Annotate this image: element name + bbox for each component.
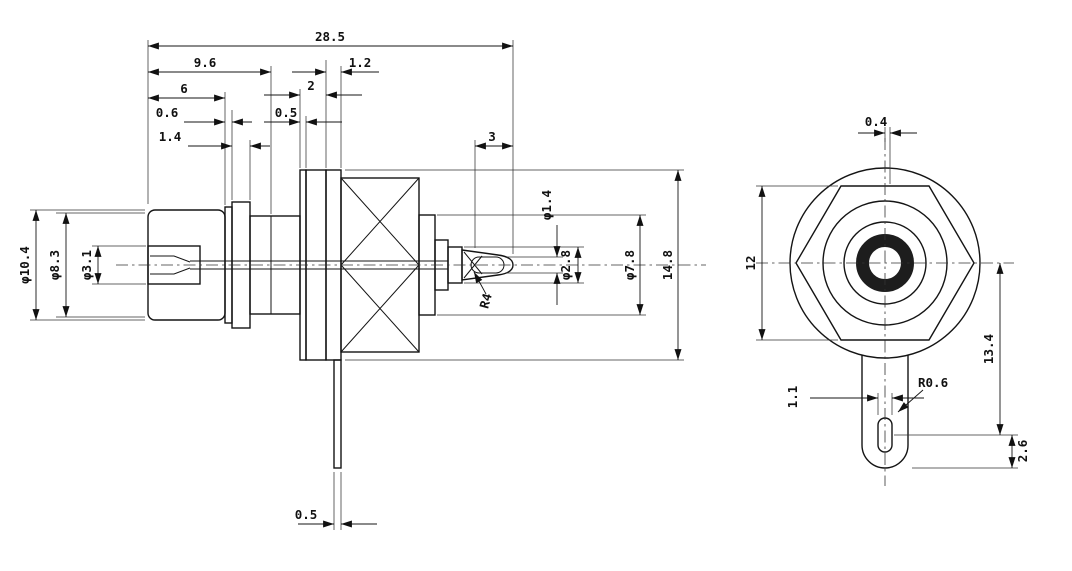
dim-0-4: 0.4: [865, 114, 888, 129]
center-conductor: [190, 260, 448, 270]
front-dimension-lines: [758, 129, 1016, 468]
ground-leg: [333, 359, 342, 469]
label-r0-6: R0.6: [918, 375, 948, 390]
dim-overall-length: 28.5: [315, 29, 345, 44]
front-centerlines: [756, 138, 1014, 486]
side-view: 28.5 9.6 6 0.6 1.4 2 0.5 1.2 3 φ10.4 φ8.…: [17, 29, 706, 530]
dim-14-8: 14.8: [660, 250, 675, 280]
dim-dia-1-4: φ1.4: [539, 190, 554, 220]
front-view: 0.4 12 13.4 1.1 R0.6 2.6: [743, 114, 1030, 486]
dim-0-5: 0.5: [275, 105, 298, 120]
dim-0-6: 0.6: [156, 105, 179, 120]
front-dimension-texts: 0.4 12 13.4 1.1 R0.6 2.6: [743, 114, 1030, 462]
side-extension-lines: [30, 40, 684, 530]
dim-3: 3: [488, 129, 496, 144]
dim-dia-8-3: φ8.3: [47, 250, 62, 280]
dim-1-1: 1.1: [785, 386, 800, 409]
dim-2-6: 2.6: [1015, 440, 1030, 463]
dim-1-2: 1.2: [349, 55, 372, 70]
dim-13-4: 13.4: [981, 334, 996, 364]
dim-2: 2: [307, 78, 315, 93]
front-extension-lines: [756, 127, 1018, 469]
side-dimension-texts: 28.5 9.6 6 0.6 1.4 2 0.5 1.2 3 φ10.4 φ8.…: [17, 29, 675, 522]
dim-dia-10-4: φ10.4: [17, 246, 32, 284]
label-r4: R4: [476, 292, 494, 310]
dim-1-4: 1.4: [159, 129, 182, 144]
dim-leg-width: 0.5: [295, 507, 318, 522]
dim-6: 6: [180, 81, 188, 96]
side-dimension-lines: [32, 42, 682, 528]
dim-dia-7-8: φ7.8: [622, 250, 637, 280]
dim-dia-3-1: φ3.1: [79, 250, 94, 280]
dim-9-6: 9.6: [194, 55, 217, 70]
dim-12: 12: [743, 255, 758, 270]
dim-dia-2-8: φ2.8: [558, 250, 573, 280]
